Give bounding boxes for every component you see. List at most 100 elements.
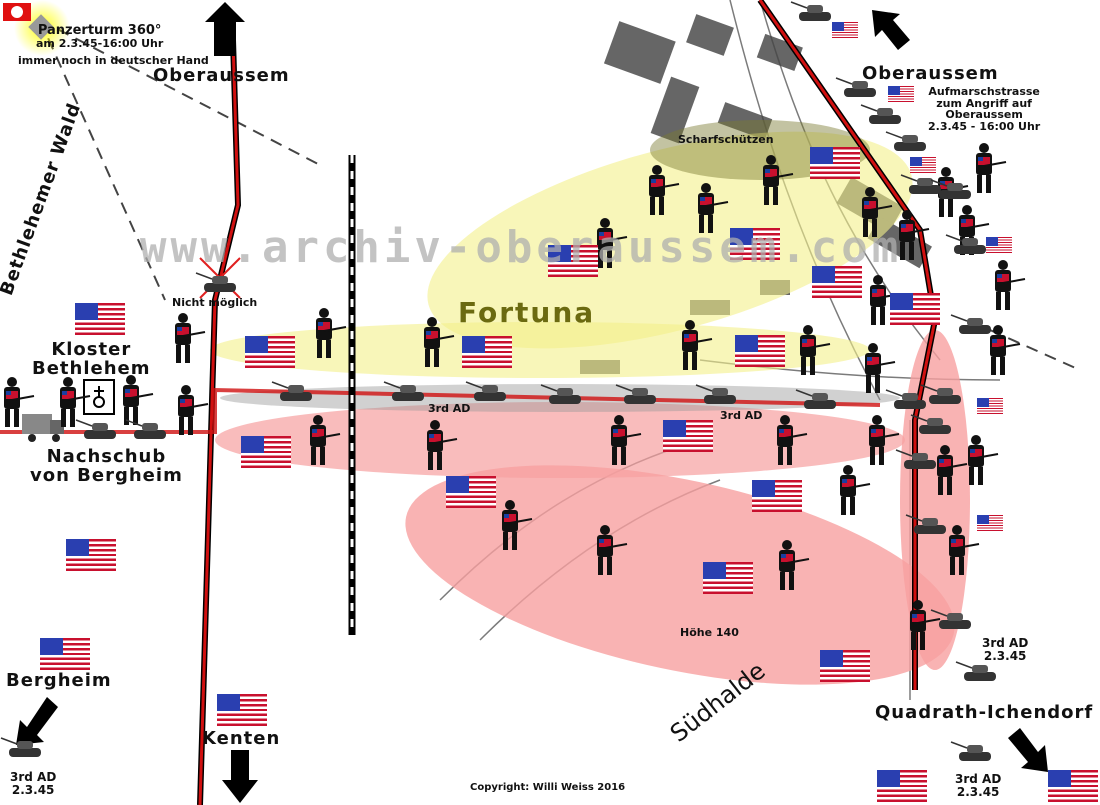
soldier-icon (840, 465, 871, 515)
flag-canton (890, 293, 913, 311)
soldier-icon (682, 320, 713, 370)
flag-canton (446, 476, 469, 494)
tank-icon (920, 384, 961, 404)
flag-canton (752, 480, 775, 498)
soldier-icon (178, 385, 209, 435)
tank-icon (950, 741, 991, 761)
us-zone-hoehe (405, 465, 955, 685)
flag-canton (888, 86, 900, 95)
soldier-icon (597, 525, 628, 575)
fortuna-label: Fortuna (458, 296, 596, 329)
flag-canton (877, 770, 900, 788)
tank-icon (75, 419, 116, 439)
soldier-icon (611, 415, 642, 465)
us-flag-icon (986, 237, 1012, 253)
us-flag-icon (890, 293, 940, 325)
third-ad-road-label-2: 3rd AD (720, 409, 763, 422)
tank-icon (885, 389, 926, 409)
tank-icon (885, 131, 926, 151)
tank-icon (900, 174, 941, 194)
soldier-icon (990, 325, 1021, 375)
quadrath-label: Quadrath-Ichendorf (875, 702, 1094, 723)
us-flag-icon (810, 147, 860, 179)
tank-icon (271, 381, 312, 401)
us-flag-icon (663, 420, 713, 452)
bergheim-label: Bergheim (6, 670, 112, 691)
tank-icon (930, 179, 971, 199)
soldier-icon (502, 500, 533, 550)
tank-icon (930, 609, 971, 629)
us-flag-icon (832, 22, 858, 38)
oberaussem-label-west: Oberaussem (153, 65, 290, 86)
soldier-icon (316, 308, 347, 358)
us-zone-west (215, 402, 905, 478)
soldier-icon (427, 420, 458, 470)
soldier-icon (779, 540, 810, 590)
us-flag-icon (730, 228, 780, 260)
tank-icon (540, 384, 581, 404)
us-flag-icon (462, 336, 512, 368)
arrow-icon-north (205, 2, 245, 56)
us-flag-icon (910, 157, 936, 173)
copyright-label: Copyright: Willi Weiss 2016 (470, 782, 626, 793)
soldier-icon (175, 313, 206, 363)
kenten-label: Kenten (202, 728, 281, 749)
soldier-icon (869, 415, 900, 465)
tank-icon (383, 381, 424, 401)
tank-icon (695, 384, 736, 404)
tower-icon (28, 14, 54, 40)
soldier-icon (763, 155, 794, 205)
us-flag-icon (812, 266, 862, 298)
us-flag-icon (752, 480, 802, 512)
us-flag-icon (1048, 770, 1098, 802)
arrow-icon-bergheim (16, 697, 58, 745)
soldier-icon (949, 525, 980, 575)
flag-canton (1048, 770, 1071, 788)
us-flag-icon (703, 562, 753, 594)
flag-canton (986, 237, 998, 246)
us-flag-icon (40, 638, 90, 670)
flag-canton (703, 562, 726, 580)
flag-canton (812, 266, 835, 284)
soldier-icon (310, 415, 341, 465)
soldier-icon (865, 343, 896, 393)
tank-icon (615, 384, 656, 404)
soldier-icon (649, 165, 680, 215)
soldier-icon (424, 317, 455, 367)
soldier-icon (698, 183, 729, 233)
soldier-icon (4, 377, 35, 427)
us-flag-icon (548, 245, 598, 277)
scharfschuetzen-label: Scharfschützen (678, 133, 774, 146)
soldier-icon (800, 325, 831, 375)
tank-icon (835, 77, 876, 97)
tank-icon (945, 234, 986, 254)
flag-canton (462, 336, 485, 354)
tank-icon (195, 272, 236, 292)
flag-canton (548, 245, 571, 263)
us-flag-icon (735, 335, 785, 367)
fortuna-zone (427, 131, 913, 349)
soldier-icon (123, 375, 154, 425)
soldier-icon (899, 210, 930, 260)
soldier-icon (60, 377, 91, 427)
flag-canton (75, 303, 98, 321)
us-flag-icon (241, 436, 291, 468)
soldier-icon (862, 187, 893, 237)
panzerturm-label: Panzerturm 360°am 2.3.45-16:00 Uhr (36, 23, 164, 50)
watermark: www.archiv-oberaussem.com (140, 222, 903, 273)
third-ad-road-label-1: 3rd AD (428, 402, 471, 415)
main-road-west (197, 39, 242, 805)
soldier-icon (777, 415, 808, 465)
us-flag-icon (820, 650, 870, 682)
us-flag-icon (977, 515, 1003, 531)
us-flag-icon (446, 476, 496, 508)
flag-canton (977, 398, 989, 407)
tank-icon (795, 389, 836, 409)
flag-canton (832, 22, 844, 31)
